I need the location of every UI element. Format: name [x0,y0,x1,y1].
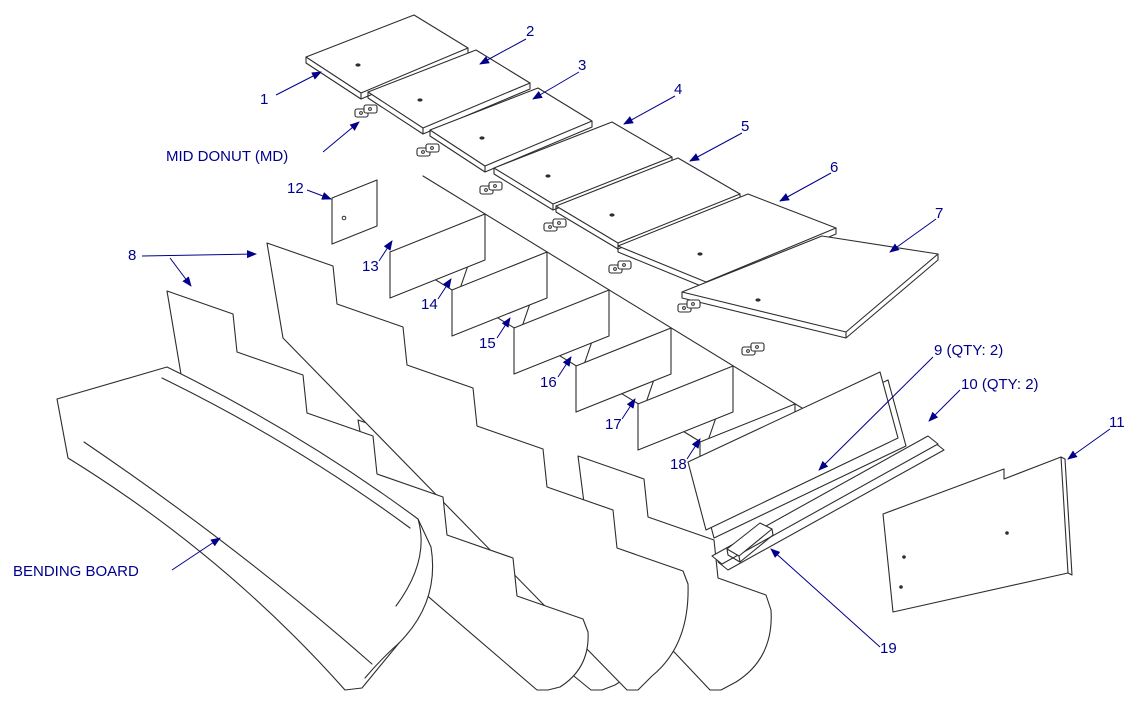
leader-part15 [496,317,511,339]
callout-part10: 10 (QTY: 2) [961,376,1039,393]
bending-board-panel [56,366,434,691]
riser-12 [331,179,378,245]
leader-lines-group [141,38,1111,648]
leader-bending-board [171,537,221,571]
leader-part16 [557,356,572,378]
callout-part2: 2 [526,23,535,40]
mid-donut-1 [354,104,378,118]
leader-part18 [686,438,701,460]
callout-part8: 8 [128,247,137,264]
leader-part9 [818,356,934,471]
riser-12-hole [341,215,347,221]
bending-board-creases [83,377,422,679]
mid-donut-3 [479,181,503,195]
tread-6-hole [697,252,703,256]
callout-part16: 16 [540,374,557,391]
panel-11-hole-1 [902,555,906,559]
callout-part6: 6 [830,159,839,176]
callout-part18: 18 [670,456,687,473]
callout-part3: 3 [578,57,587,74]
callout-part5: 5 [741,118,750,135]
callout-part4: 4 [674,81,683,98]
callout-part1: 1 [260,91,269,108]
tread-5-hole [609,213,615,217]
carriage-rail-upper [422,175,834,428]
leader-part7 [889,218,937,253]
bending-board-group [56,366,434,691]
panel-11 [882,456,1069,613]
leader-part14 [437,278,452,300]
callout-part14: 14 [421,296,438,313]
stringer-right [266,242,689,691]
board-9-front [687,371,899,531]
leader-part3 [532,71,580,100]
mid-donut-6 [677,299,701,313]
riser-16 [575,327,672,413]
leader-part19 [770,548,881,648]
board-9-group [687,371,907,539]
leader-mid-donut [322,121,360,153]
callout-part12: 12 [287,180,304,197]
panel-11-group [882,456,1073,613]
callout-part9: 9 (QTY: 2) [934,342,1004,359]
leader-part6 [779,172,832,202]
riser-13 [389,213,486,299]
leader-part4 [623,95,676,125]
leader-part11 [1067,428,1111,460]
leader-part2 [479,38,527,65]
tread-3-hole [479,136,485,140]
panel-11-hole-2 [1005,531,1009,535]
mid-donut-7 [741,342,765,356]
callout-part19: 19 [880,640,897,657]
leader-part10 [928,389,961,422]
callout-part17: 17 [605,416,622,433]
leader-part17 [621,398,636,420]
leader-part5 [689,132,743,162]
tread-7-hole [755,298,761,302]
leader-part1 [275,71,322,96]
callout-bending-board: BENDING BOARD [13,563,139,580]
treads-group [305,14,939,339]
leader-part8-b [169,257,192,287]
callout-part7: 7 [935,205,944,222]
tread-4-hole [545,174,551,178]
callout-part15: 15 [479,335,496,352]
panel-11-hole-3 [899,585,903,589]
mid-donut-5 [608,260,632,274]
mid-donut-4 [543,218,567,232]
riser-17 [637,365,734,451]
mid-donut-2 [416,143,440,157]
tread-1-hole [355,63,361,67]
callout-mid-donut: MID DONUT (MD) [166,148,289,165]
callout-part11: 11 [1109,414,1125,431]
riser-15 [513,289,610,375]
tread-2-hole [417,98,423,102]
cleat-19-group [726,522,774,563]
callout-part13: 13 [362,258,379,275]
riser-14 [451,251,548,337]
leader-part13 [378,240,393,262]
leader-part8-a [141,250,257,259]
leader-part12 [306,189,332,200]
